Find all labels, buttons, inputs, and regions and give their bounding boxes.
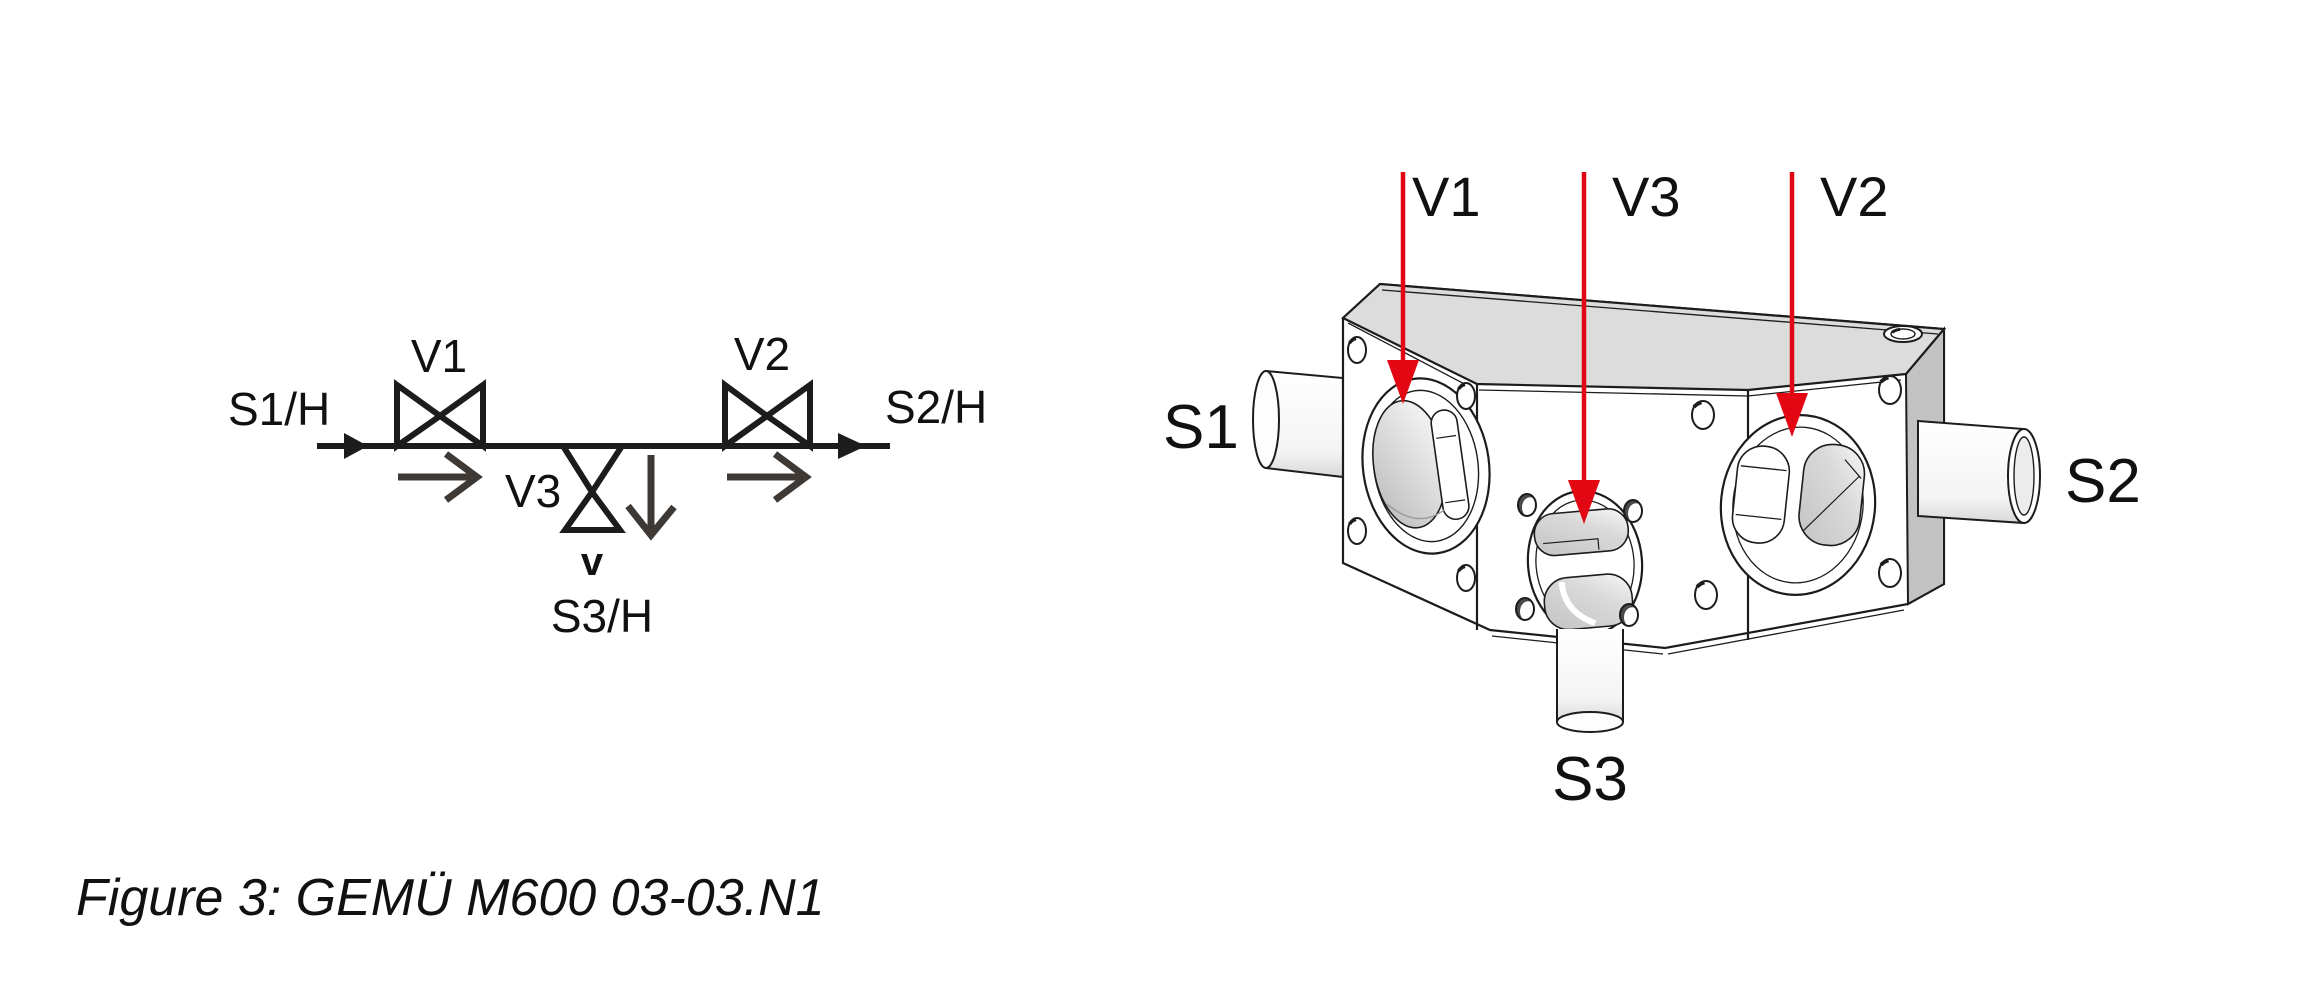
v1-pointer-arrow: [1387, 172, 1419, 404]
figure-caption: Figure 3: GEMÜ M600 03-03.N1: [76, 869, 825, 927]
v3-port: [1526, 490, 1644, 636]
iso-valve-block-view: V1 V3 V2 S1 S2 S3: [1163, 165, 2141, 814]
iso-s3-label: S3: [1552, 745, 1628, 814]
v1-port: [1361, 377, 1491, 555]
top-face-hole: [1883, 325, 1923, 343]
bolt-hole: [1455, 563, 1477, 593]
s3-pipe-stub: [1556, 629, 1624, 733]
flow-arrow-right-v2-icon: [727, 451, 812, 503]
iso-v3-label: V3: [1612, 165, 1681, 228]
bolt-hole: [1690, 399, 1716, 431]
s2-pipe-stub: [1917, 419, 2041, 525]
valve-v2-symbol: [722, 379, 813, 452]
flow-arrow-down-v3-icon: [625, 455, 677, 541]
v2-pointer-arrow: [1776, 172, 1808, 437]
bolt-hole: [1346, 335, 1368, 365]
bolt-hole: [1877, 557, 1903, 589]
iso-v2-label: V2: [1820, 165, 1889, 228]
piping-schematic: S1/H V1 V3 V2 S2/H v S3/H: [228, 328, 987, 642]
valve-v1-symbol: [394, 379, 486, 452]
bolt-hole: [1693, 579, 1719, 611]
v2-port: [1719, 414, 1877, 596]
schematic-s3-arrow-icon: v: [581, 540, 604, 584]
v3-pointer-arrow: [1568, 172, 1600, 524]
schematic-v2-label: V2: [734, 328, 790, 380]
s1-pipe-stub: [1252, 369, 1344, 479]
inlet-arrow-icon: [344, 433, 368, 459]
bolt-hole: [1877, 374, 1903, 406]
bolt-hole: [1455, 381, 1477, 411]
schematic-s3-label: S3/H: [551, 590, 653, 642]
valve-v3-symbol: [557, 443, 628, 533]
schematic-v3-label: V3: [505, 465, 561, 517]
valve-pointer-arrows: [1387, 172, 1808, 524]
iso-v1-label: V1: [1412, 165, 1481, 228]
bolt-hole: [1346, 516, 1368, 546]
outlet-arrow-icon: [838, 433, 866, 459]
schematic-v1-label: V1: [411, 330, 467, 382]
iso-s1-label: S1: [1163, 393, 1239, 462]
flow-arrow-right-v1-icon: [398, 451, 483, 503]
schematic-s2-label: S2/H: [885, 381, 987, 433]
iso-s2-label: S2: [2065, 447, 2141, 516]
flow-direction-arrows: [398, 451, 812, 541]
schematic-s1-label: S1/H: [228, 383, 330, 435]
